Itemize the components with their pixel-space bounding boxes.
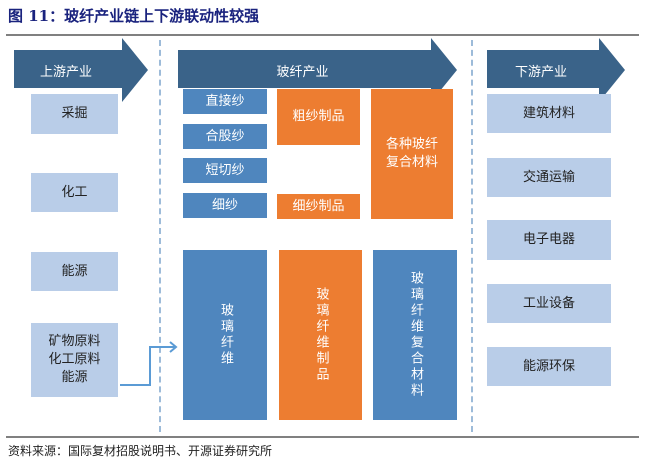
connector-arrow <box>120 341 178 386</box>
divider-left <box>159 40 161 432</box>
upstream-label: 上游产业 <box>39 64 92 80</box>
column-glass-fiber-composites: 玻璃纤维复合材料 <box>373 250 457 420</box>
downstream-item: 交通运输 <box>487 158 611 197</box>
downstream-item: 建筑材料 <box>487 94 611 133</box>
yarn-item: 直接纱 <box>183 89 267 114</box>
column-glass-fiber: 玻璃纤维 <box>183 250 267 420</box>
column-glass-fiber-products: 玻璃纤维制品 <box>279 250 362 420</box>
downstream-item: 电子电器 <box>487 220 611 260</box>
column-label: 玻璃纤维复合材料 <box>408 271 423 399</box>
roving-products: 粗纱制品 <box>277 89 360 145</box>
upstream-item: 化工 <box>31 173 118 212</box>
downstream-label: 下游产业 <box>514 64 567 80</box>
glass-fiber-label: 玻纤产业 <box>276 64 329 80</box>
divider-right <box>471 40 473 432</box>
yarn-item: 细纱 <box>183 193 267 218</box>
bottom-rule <box>6 436 639 438</box>
glass-fiber-arrow: 玻纤产业 <box>178 38 457 102</box>
upstream-item: 采掘 <box>31 94 118 134</box>
composite-materials: 各种玻纤 复合材料 <box>371 89 453 219</box>
source-note: 资料来源：国际复材招股说明书、开源证券研究所 <box>8 444 273 458</box>
figure-title: 图 11：玻纤产业链上下游联动性较强 <box>8 7 260 25</box>
yarn-item: 短切纱 <box>183 158 267 183</box>
top-rule <box>6 34 639 36</box>
downstream-arrow: 下游产业 <box>487 38 625 102</box>
downstream-item: 能源环保 <box>487 347 611 386</box>
column-label: 玻璃纤维制品 <box>313 287 329 383</box>
downstream-item: 工业设备 <box>487 284 611 323</box>
upstream-arrow: 上游产业 <box>14 38 148 102</box>
yarn-item: 合股纱 <box>183 124 267 149</box>
fine-yarn-products: 细纱制品 <box>277 194 360 219</box>
column-label: 玻璃纤维 <box>218 303 233 367</box>
upstream-item-raw-materials: 矿物原料 化工原料 能源 <box>31 323 118 397</box>
upstream-item: 能源 <box>31 252 118 291</box>
